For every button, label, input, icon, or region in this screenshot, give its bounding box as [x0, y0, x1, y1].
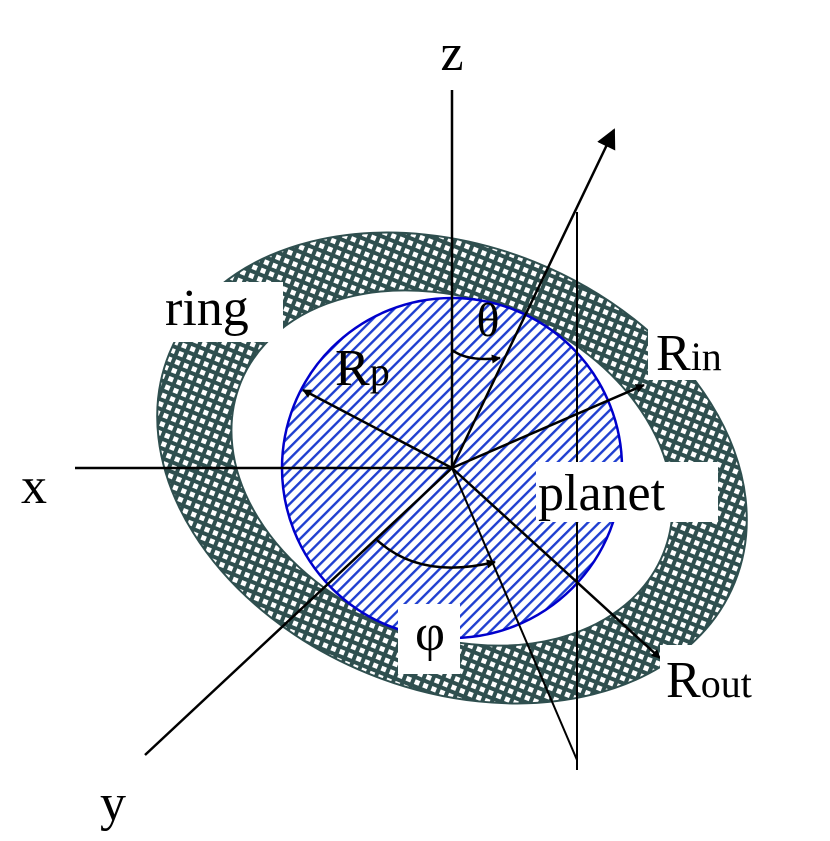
theta-label: θ: [477, 294, 500, 347]
planet-label-bg: [536, 462, 718, 522]
azimuth-projection-line: [451, 467, 578, 761]
r-out-main: R: [666, 652, 701, 709]
phi-label-bg: [398, 604, 460, 674]
z-axis-label: z: [440, 25, 463, 82]
ring-annulus: [156, 231, 748, 705]
phi-arc: [376, 539, 496, 569]
phi-label: φ: [415, 605, 445, 662]
x-axis-label: x: [21, 458, 47, 515]
r-out-label-bg: [660, 645, 800, 705]
r-planet-main: R: [335, 340, 370, 397]
r-planet-label: Rp: [335, 340, 390, 397]
y-axis-line: [144, 467, 453, 756]
r-out-label: Rout: [666, 652, 752, 709]
r-planet-sub: p: [370, 349, 390, 394]
r-out-sub: out: [701, 661, 752, 706]
r-in-label: Rin: [656, 325, 722, 382]
y-axis-label: y: [100, 775, 126, 832]
r-in-label-bg: [648, 320, 758, 380]
ring-label: ring: [165, 280, 249, 337]
r-in-arrow: [451, 383, 645, 470]
ring-label-bg: [163, 282, 283, 342]
theta-arc: [451, 348, 501, 364]
direction-arrow: [450, 128, 616, 469]
planet-label: planet: [538, 465, 666, 522]
r-in-main: R: [656, 325, 691, 382]
r-out-arrow: [451, 467, 661, 659]
r-in-sub: in: [691, 334, 722, 379]
r-planet-arrow: [302, 388, 453, 470]
